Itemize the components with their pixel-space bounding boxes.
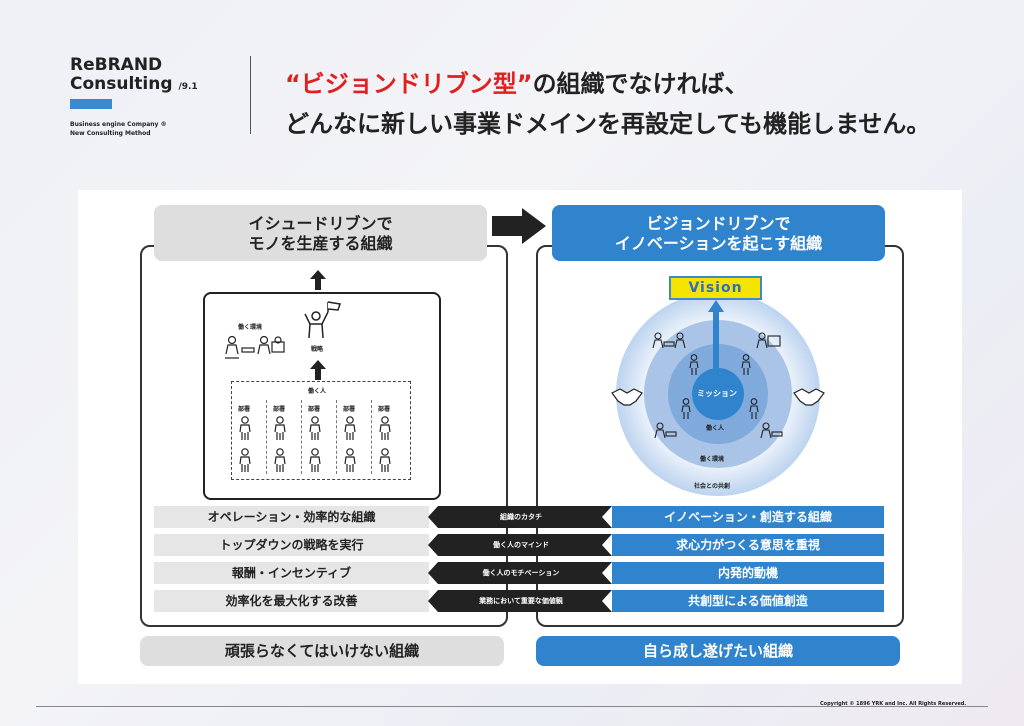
row-right: 共創型による価値創造 bbox=[612, 590, 884, 612]
departments-box bbox=[231, 381, 411, 480]
issue-number: /9.1 bbox=[178, 82, 198, 92]
row-middle-arrows bbox=[428, 506, 612, 612]
dept-label: 部署 bbox=[273, 406, 286, 413]
left-footer-box: 頑張らなくてはいけない組織 bbox=[140, 636, 504, 666]
dept-divider bbox=[336, 400, 338, 474]
copyright: Copyright © 1896 YRK and Inc. All Rights… bbox=[820, 701, 967, 707]
row-right: イノベーション・創造する組織 bbox=[612, 506, 884, 528]
left-title-box: イシュードリブンでモノを生産する組織 bbox=[154, 205, 487, 261]
header-divider bbox=[250, 56, 251, 134]
handshake-icon bbox=[793, 388, 825, 406]
row-category: 組織のカタチ bbox=[500, 513, 542, 521]
right-workers-label: 働く人 bbox=[706, 425, 725, 432]
row-category: 働く人のモチベーション bbox=[482, 569, 560, 577]
row-right: 内発的動機 bbox=[612, 562, 884, 584]
mission-label: ミッション bbox=[697, 389, 737, 398]
leader-flag-icon bbox=[304, 301, 341, 339]
dept-label: 部署 bbox=[308, 406, 321, 413]
row-left: トップダウンの戦略を実行 bbox=[154, 534, 429, 556]
left-env-label: 働く環境 bbox=[238, 324, 263, 331]
dept-label: 部署 bbox=[378, 406, 391, 413]
footer-rule bbox=[36, 706, 988, 707]
right-env-label: 働く環境 bbox=[700, 456, 725, 463]
row-category: 業務において重要な価値観 bbox=[479, 597, 563, 605]
brand-accent-bar bbox=[70, 99, 112, 109]
headline-line2: どんなに新しい事業ドメインを再設定しても機能しません。 bbox=[285, 110, 931, 138]
vision-circles bbox=[616, 298, 820, 496]
dept-divider bbox=[301, 400, 303, 474]
society-label: 社会との共創 bbox=[694, 483, 730, 490]
right-title-box: ビジョンドリブンでイノベーションを起こす組織 bbox=[552, 205, 885, 261]
up-arrow-icon bbox=[310, 360, 326, 380]
meeting-icon bbox=[225, 335, 285, 359]
strategy-label: 戦略 bbox=[311, 346, 324, 353]
left-org-box bbox=[203, 292, 441, 500]
workers-label: 働く人 bbox=[308, 388, 327, 395]
brand-name: ReBRAND bbox=[70, 55, 163, 75]
row-left: 報酬・インセンティブ bbox=[154, 562, 429, 584]
brand-subtitle: Business engine Company ® New Consulting… bbox=[70, 121, 167, 137]
row-category: 働く人のマインド bbox=[493, 541, 549, 549]
dept-label: 部署 bbox=[238, 406, 251, 413]
headline-line1: “ビジョンドリブン型”の組織でなければ、 bbox=[285, 70, 749, 98]
handshake-icon bbox=[611, 388, 643, 406]
dept-divider bbox=[371, 400, 373, 474]
vision-box: Vision bbox=[669, 276, 762, 300]
up-arrow-icon bbox=[310, 270, 326, 290]
department-workers bbox=[239, 416, 391, 473]
meeting-icons bbox=[652, 332, 783, 439]
dept-label: 部署 bbox=[343, 406, 356, 413]
row-left: 効率化を最大化する改善 bbox=[154, 590, 429, 612]
brand-consulting: Consulting /9.1 bbox=[70, 74, 198, 94]
vision-arrow-icon bbox=[708, 300, 724, 372]
row-right: 求心力がつくる意思を重視 bbox=[612, 534, 884, 556]
transition-arrow-icon bbox=[492, 208, 546, 244]
right-footer-box: 自ら成し遂げたい組織 bbox=[536, 636, 900, 666]
row-left: オペレーション・効率的な組織 bbox=[154, 506, 429, 528]
dept-divider bbox=[266, 400, 268, 474]
